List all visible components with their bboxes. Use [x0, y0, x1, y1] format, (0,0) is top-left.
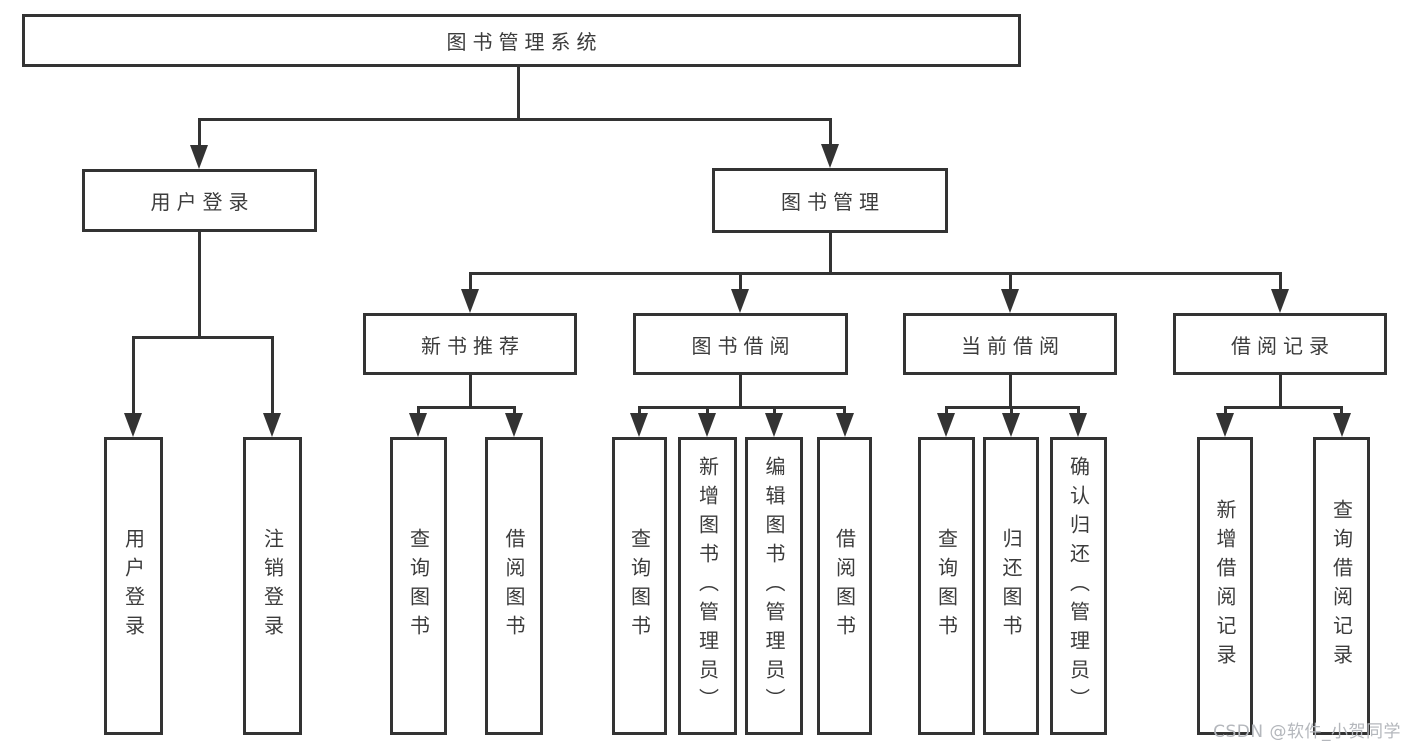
- node-current-borrow-label: 当前借阅: [961, 333, 1065, 358]
- leaf-query-books-recommend: 查询图书: [390, 437, 447, 735]
- connector-bb-child3: [773, 406, 776, 416]
- connector-to-leaf-logout: [271, 336, 274, 414]
- connector-user-login-branch: [132, 336, 274, 339]
- connector-new-book-branch: [417, 406, 516, 409]
- connector-to-new-book: [469, 272, 472, 290]
- leaf-user-login-label: 用户登录: [121, 528, 146, 644]
- node-new-book-recommend: 新书推荐: [363, 313, 577, 375]
- connector-current-borrow-stem: [1009, 375, 1012, 406]
- leaf-query-books-current: 查询图书: [918, 437, 975, 735]
- arrowhead-user-login: [190, 145, 208, 169]
- connector-new-book-stem: [469, 375, 472, 406]
- connector-bb-child2: [706, 406, 709, 416]
- leaf-add-borrow-record-label: 新增借阅记录: [1213, 499, 1237, 673]
- leaf-logout-label: 注销登录: [260, 528, 285, 644]
- connector-cb-child1: [945, 406, 948, 416]
- leaf-edit-books-admin: 编辑图书（管理员）: [745, 437, 803, 735]
- connector-cb-child3: [1077, 406, 1080, 416]
- connector-br-child1: [1224, 406, 1227, 416]
- leaf-return-books-label: 归还图书: [999, 528, 1023, 644]
- connector-book-management-branch: [469, 272, 1282, 275]
- arrowhead-bb-child3: [765, 413, 783, 437]
- arrowhead-bb-child4: [836, 413, 854, 437]
- node-user-login: 用户登录: [82, 169, 317, 232]
- connector-bb-child4: [843, 406, 846, 416]
- csdn-watermark: CSDN @软件_小贺同学: [1213, 722, 1401, 742]
- arrowhead-cb-child2: [1002, 413, 1020, 437]
- connector-book-management-stem: [829, 233, 832, 272]
- leaf-logout: 注销登录: [243, 437, 302, 735]
- leaf-add-borrow-record: 新增借阅记录: [1197, 437, 1253, 735]
- node-root: 图书管理系统: [22, 14, 1021, 67]
- leaf-return-books: 归还图书: [983, 437, 1039, 735]
- connector-nb-child1: [417, 406, 420, 416]
- node-book-borrow: 图书借阅: [633, 313, 848, 375]
- arrowhead-br-child1: [1216, 413, 1234, 437]
- connector-to-leaf-user-login: [132, 336, 135, 414]
- node-new-book-recommend-label: 新书推荐: [421, 333, 525, 358]
- arrowhead-cb-child3: [1069, 413, 1087, 437]
- leaf-confirm-return-admin: 确认归还（管理员）: [1050, 437, 1107, 735]
- leaf-query-books-borrow-label: 查询图书: [627, 528, 652, 644]
- leaf-borrow-books-label: 借阅图书: [832, 528, 857, 644]
- leaf-edit-books-admin-label: 编辑图书（管理员）: [762, 455, 786, 717]
- node-current-borrow: 当前借阅: [903, 313, 1117, 375]
- arrowhead-br-child2: [1333, 413, 1351, 437]
- arrowhead-bb-child2: [698, 413, 716, 437]
- leaf-query-books-borrow: 查询图书: [612, 437, 667, 735]
- connector-to-book-borrow: [739, 272, 742, 290]
- connector-to-current-borrow: [1009, 272, 1012, 290]
- node-book-management: 图书管理: [712, 168, 948, 233]
- arrowhead-leaf-logout: [263, 413, 281, 437]
- connector-nb-child2: [513, 406, 516, 416]
- node-book-management-label: 图书管理: [781, 190, 885, 214]
- connector-to-user-login: [198, 118, 201, 148]
- connector-borrow-records-stem: [1279, 375, 1282, 406]
- leaf-query-borrow-record-label: 查询借阅记录: [1329, 499, 1354, 673]
- arrowhead-leaf-user-login: [124, 413, 142, 437]
- arrowhead-book-borrow: [731, 289, 749, 313]
- arrowhead-bb-child1: [630, 413, 648, 437]
- leaf-query-books-current-label: 查询图书: [934, 528, 959, 644]
- arrowhead-current-borrow: [1001, 289, 1019, 313]
- leaf-borrow-books-recommend: 借阅图书: [485, 437, 543, 735]
- leaf-confirm-return-admin-label: 确认归还（管理员）: [1066, 455, 1091, 717]
- connector-borrow-records-branch: [1224, 406, 1343, 409]
- connector-cb-child2: [1010, 406, 1013, 416]
- connector-to-borrow-records: [1279, 272, 1282, 290]
- arrowhead-borrow-records: [1271, 289, 1289, 313]
- node-book-borrow-label: 图书借阅: [691, 333, 796, 358]
- leaf-query-books-recommend-label: 查询图书: [406, 528, 431, 644]
- arrowhead-book-management: [821, 144, 839, 168]
- node-user-login-label: 用户登录: [150, 190, 255, 214]
- leaf-query-borrow-record: 查询借阅记录: [1313, 437, 1370, 735]
- arrowhead-nb-child2: [505, 413, 523, 437]
- connector-root-stem: [517, 67, 520, 118]
- leaf-user-login: 用户登录: [104, 437, 163, 735]
- leaf-add-books-admin: 新增图书（管理员）: [678, 437, 737, 735]
- connector-book-borrow-branch: [638, 406, 846, 409]
- connector-bb-child1: [638, 406, 641, 416]
- node-borrow-records: 借阅记录: [1173, 313, 1387, 375]
- connector-root-branch: [198, 118, 832, 121]
- node-borrow-records-label: 借阅记录: [1231, 333, 1335, 358]
- leaf-borrow-books: 借阅图书: [817, 437, 872, 735]
- connector-br-child2: [1340, 406, 1343, 416]
- connector-to-book-management: [829, 118, 832, 146]
- connector-user-login-stem: [198, 232, 201, 336]
- node-root-label: 图书管理系统: [446, 30, 603, 54]
- leaf-add-books-admin-label: 新增图书（管理员）: [695, 455, 720, 717]
- arrowhead-new-book: [461, 289, 479, 313]
- arrowhead-nb-child1: [409, 413, 427, 437]
- arrowhead-cb-child1: [937, 413, 955, 437]
- leaf-borrow-books-recommend-label: 借阅图书: [502, 528, 526, 644]
- connector-book-borrow-stem: [739, 375, 742, 406]
